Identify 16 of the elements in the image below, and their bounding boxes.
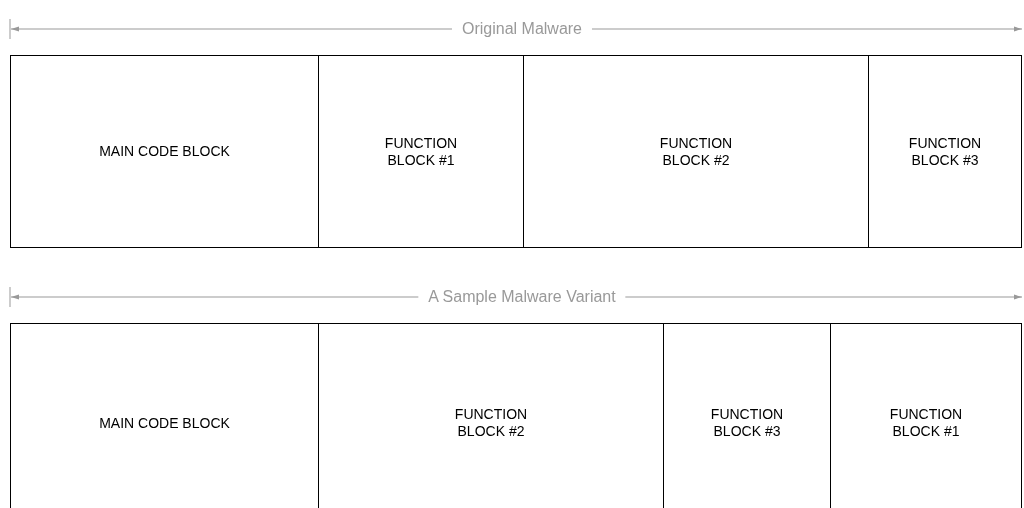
- block-label: FUNCTION BLOCK #2: [658, 134, 734, 169]
- code-block: [10, 323, 319, 508]
- dimension-label: A Sample Malware Variant: [418, 288, 626, 306]
- code-block: [868, 55, 1022, 248]
- block-label: FUNCTION BLOCK #1: [383, 134, 459, 169]
- code-block: [830, 323, 1022, 508]
- block-label: MAIN CODE BLOCK: [99, 414, 230, 432]
- code-block: [10, 55, 319, 248]
- block-label: MAIN CODE BLOCK: [99, 143, 230, 160]
- block-label: FUNCTION BLOCK #2: [453, 406, 529, 440]
- dimension-label: Original Malware: [452, 20, 592, 38]
- code-block: [318, 55, 524, 248]
- block-label: FUNCTION BLOCK #1: [888, 406, 964, 440]
- block-label: FUNCTION BLOCK #3: [709, 406, 785, 440]
- block-label: FUNCTION BLOCK #3: [907, 134, 983, 169]
- code-block: [523, 55, 869, 248]
